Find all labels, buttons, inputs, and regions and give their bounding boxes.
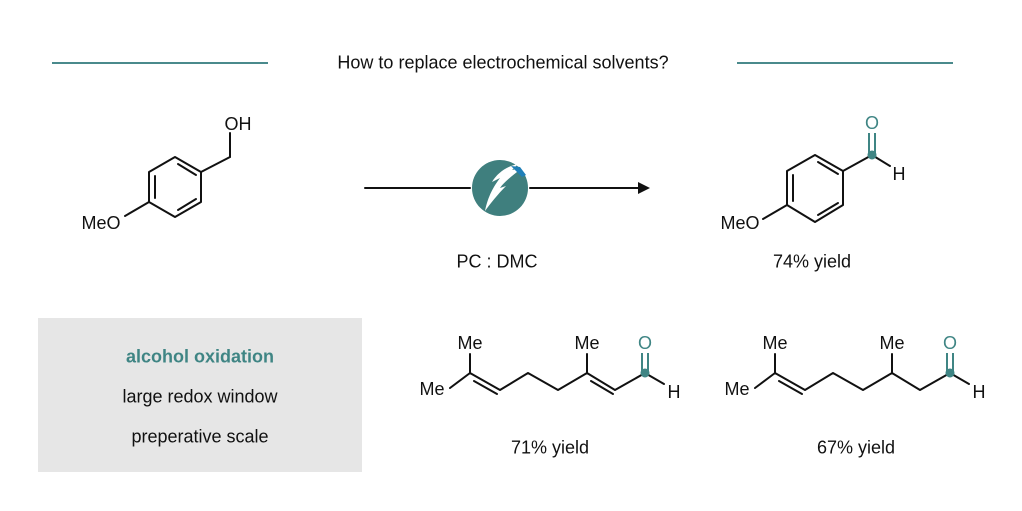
example-yield: 71% yield bbox=[510, 437, 590, 458]
me-label: Me bbox=[457, 333, 482, 353]
hydrogen-label: H bbox=[893, 164, 906, 184]
features-box bbox=[38, 318, 362, 472]
hydrogen-label: H bbox=[668, 382, 681, 402]
feature-item: alcohol oxidation bbox=[125, 346, 275, 367]
citronellal-structure bbox=[754, 353, 970, 395]
carbonyl-carbon-dot bbox=[640, 368, 650, 378]
meo-label: MeO bbox=[720, 213, 759, 233]
feature-item: preperative scale bbox=[131, 426, 269, 447]
reaction-conditions: PC : DMC bbox=[456, 251, 538, 272]
me-label: Me bbox=[724, 379, 749, 399]
oxygen-label: O bbox=[943, 333, 957, 353]
oh-label: OH bbox=[225, 114, 252, 134]
geranial-structure bbox=[449, 353, 665, 395]
lightning-bolt-icon bbox=[472, 160, 528, 216]
carbonyl-carbon-dot bbox=[945, 368, 955, 378]
hydrogen-label: H bbox=[973, 382, 986, 402]
meo-label: MeO bbox=[81, 213, 120, 233]
oxygen-label: O bbox=[865, 113, 879, 133]
anisyl-alcohol-structure bbox=[124, 132, 231, 218]
arrow-head bbox=[638, 182, 650, 194]
me-label: Me bbox=[879, 333, 904, 353]
product-yield: 74% yield bbox=[772, 251, 852, 272]
me-label: Me bbox=[419, 379, 444, 399]
oxygen-label: O bbox=[638, 333, 652, 353]
carbonyl-carbon-dot bbox=[867, 150, 877, 160]
page-title: How to replace electrochemical solvents? bbox=[337, 52, 669, 73]
me-label: Me bbox=[574, 333, 599, 353]
feature-item: large redox window bbox=[122, 386, 278, 407]
anisaldehyde-structure bbox=[762, 154, 891, 223]
example-yield: 67% yield bbox=[816, 437, 896, 458]
me-label: Me bbox=[762, 333, 787, 353]
